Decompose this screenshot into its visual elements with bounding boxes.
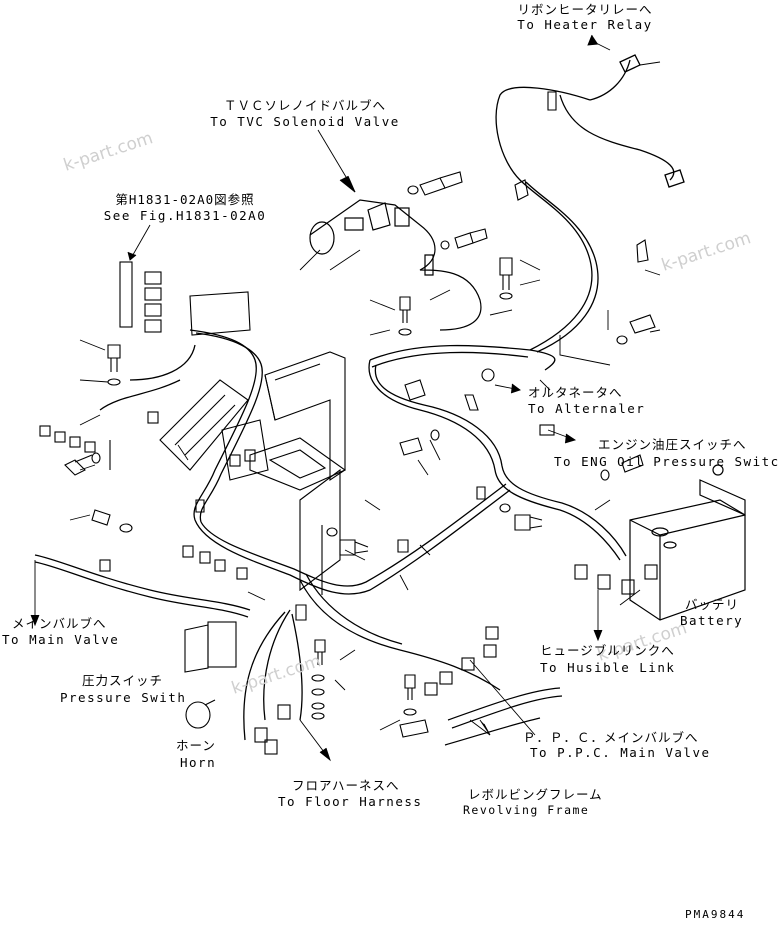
ppc-label-jp: Ｐ．Ｐ．Ｃ．メインバルブへ (523, 730, 699, 745)
leader-lines (30, 34, 661, 762)
see-fig-label-jp: 第H1831-02A0図参照 (115, 192, 255, 207)
drawing-code: PMA9844 (685, 908, 746, 921)
battery-label-jp: バッテリ (685, 597, 740, 612)
fusible-link-label-en: To Husible Link (540, 660, 676, 675)
main-valve-label-jp: メインバルブへ (12, 616, 107, 631)
ppc-label-en: To P.P.C. Main Valve (530, 745, 711, 760)
clamps (195, 91, 649, 621)
connectors (39, 261, 658, 755)
eng-oil-label-jp: エンジン油圧スイッチへ (598, 437, 747, 452)
main-valve-label-en: To Main Valve (2, 632, 120, 647)
tvc-label-en: To TVC Solenoid Valve (210, 114, 400, 129)
eng-oil-label-en: To ENG Oil Pressure Switch (554, 454, 778, 469)
pressure-switch-label-jp: 圧力スイッチ (82, 673, 164, 688)
revolving-frame-structure (109, 351, 347, 595)
see-fig-label-en: See Fig.H1831-02A0 (103, 208, 267, 223)
pressure-switch-label-en: Pressure Swith (60, 690, 187, 705)
heater-relay-label-en: To Heater Relay (517, 17, 653, 32)
floor-harness-label-en: To Floor Harness (278, 794, 423, 809)
heater-relay-label-jp: リボンヒータリレーへ (517, 2, 653, 17)
floor-harness-label-jp: フロアハーネスへ (292, 778, 400, 793)
battery-label-en: Battery (680, 613, 744, 628)
tvc-branch (309, 199, 482, 331)
horn-label-jp: ホーン (176, 738, 216, 753)
revolving-frame-label-en: Revolving Frame (463, 803, 590, 817)
horn (185, 699, 216, 729)
battery (629, 464, 746, 621)
alternator-label-jp: オルタネータへ (528, 385, 623, 400)
heater-relay-harness (495, 54, 685, 353)
revolving-frame-label-jp: レボルビングフレーム (468, 787, 603, 802)
fusible-link-label-jp: ヒュージブルリンクへ (540, 643, 675, 658)
tvc-label-jp: ＴＶＣソレノイドバルブへ (223, 98, 386, 113)
main-harness (34, 329, 627, 741)
bolts (64, 171, 656, 738)
horn-label-en: Horn (180, 755, 217, 770)
alternator-label-en: To Alternaler (528, 401, 646, 416)
